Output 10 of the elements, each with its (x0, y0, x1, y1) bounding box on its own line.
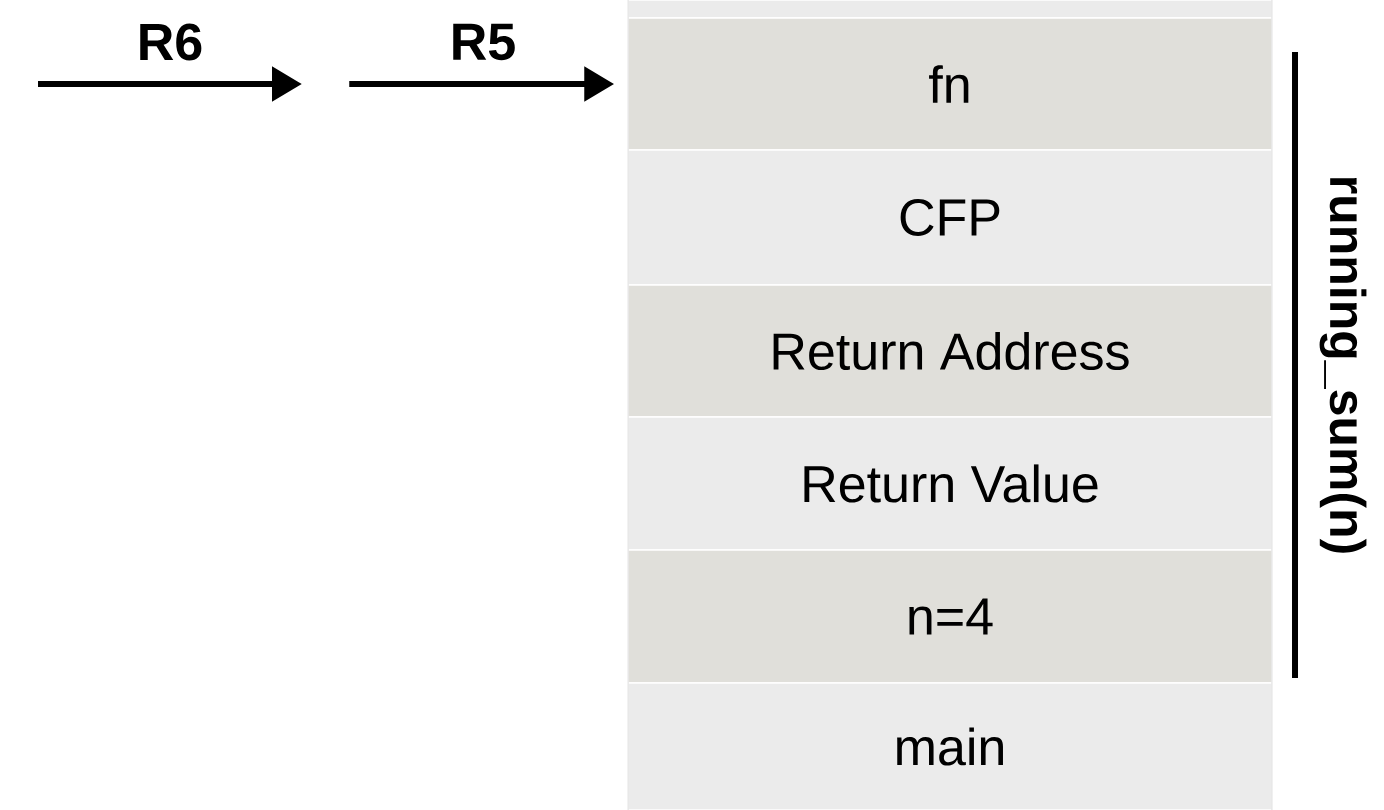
stack-cell: Return Value (627, 416, 1273, 551)
stack-cell: main (627, 682, 1273, 810)
stack-cell (627, 0, 1273, 19)
stack-cell: n=4 (627, 549, 1273, 684)
stack-cell: CFP (627, 149, 1273, 286)
stack-cell: fn (627, 17, 1273, 151)
bracket-label: running_sum(n) (1319, 178, 1367, 553)
edge-label: R5 (453, 23, 515, 61)
pointer-label: R6 (140, 23, 202, 61)
stack-cell: Return Address (627, 284, 1273, 418)
